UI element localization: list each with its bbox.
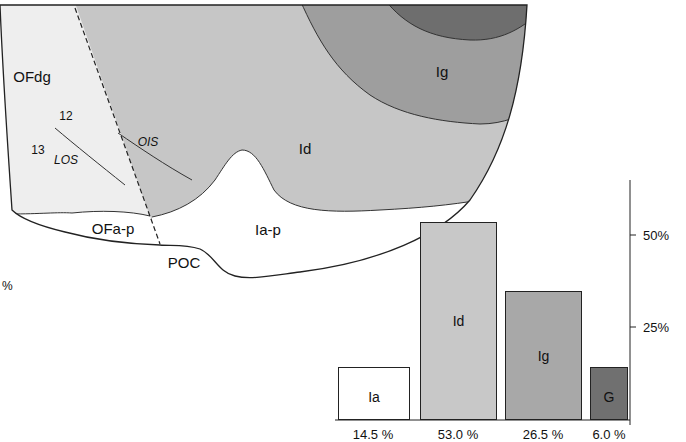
- ofdg-region: [0, 0, 160, 245]
- region-border: [300, 0, 540, 124]
- chart-bar: Ig: [505, 291, 582, 420]
- chart-bar: G: [590, 367, 628, 420]
- map-label: LOS: [54, 153, 78, 167]
- axis-label: 50%: [643, 228, 669, 243]
- region-label: Id: [299, 140, 312, 157]
- region-border: [10, 211, 150, 216]
- node-text: OFa-p: [92, 220, 135, 237]
- region-label: OFa-p: [92, 220, 135, 237]
- axis-tick: [630, 235, 636, 236]
- percent-label: 53.0 %: [438, 427, 478, 442]
- ig-region: [300, 0, 540, 124]
- region-border: [152, 150, 480, 217]
- region-label: Ig: [436, 63, 449, 80]
- ofap-region: [0, 211, 160, 300]
- node-text: OFdg: [13, 68, 51, 85]
- map-label: 12: [59, 109, 72, 123]
- map-label: OIS: [138, 135, 159, 149]
- g-region: [385, 0, 540, 40]
- node-text: Ia: [368, 389, 380, 405]
- map-label: %: [2, 279, 13, 293]
- percent-label: 26.5 %: [523, 427, 563, 442]
- node-text: Ig: [538, 348, 550, 364]
- chart-bar: Id: [420, 222, 497, 420]
- region-label: OFdg: [13, 68, 51, 85]
- chart-axis: [630, 180, 631, 425]
- region-border: [385, 0, 540, 40]
- axis-label: 25%: [643, 320, 669, 335]
- map-label: 13: [31, 143, 44, 157]
- sulcus-line: [118, 133, 192, 180]
- dashed-boundary: [75, 8, 160, 244]
- map-label: POC: [168, 254, 201, 271]
- node-text: Ia-p: [255, 221, 281, 238]
- axis-tick: [630, 327, 636, 328]
- percent-label: 14.5 %: [353, 427, 393, 442]
- node-text: Id: [453, 313, 465, 329]
- region-label: Ia-p: [255, 221, 281, 238]
- chart-bar: Ia: [338, 367, 410, 420]
- node-text: Ig: [436, 63, 449, 80]
- node-text: Id: [299, 140, 312, 157]
- node-text: G: [604, 389, 615, 405]
- percent-label: 6.0 %: [592, 427, 625, 442]
